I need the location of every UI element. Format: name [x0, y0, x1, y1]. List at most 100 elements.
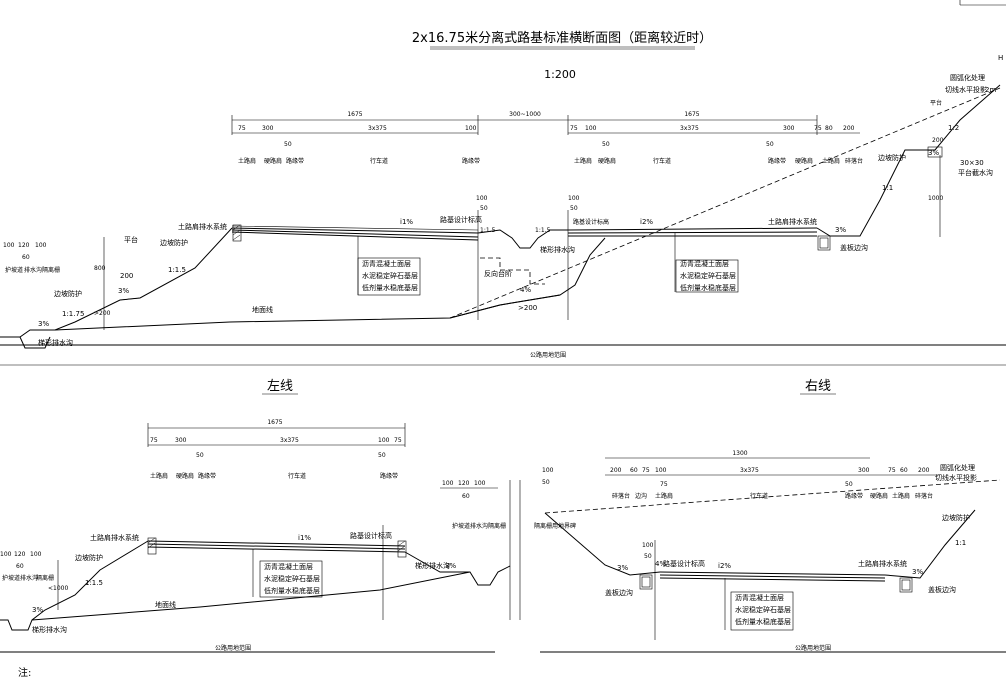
svg-text:60: 60 — [16, 563, 24, 570]
svg-text:>200: >200 — [94, 310, 111, 317]
svg-text:排水沟: 排水沟 — [20, 574, 38, 582]
svg-text:50: 50 — [570, 205, 578, 212]
svg-text:硬路肩: 硬路肩 — [795, 157, 813, 165]
svg-text:100: 100 — [655, 467, 667, 474]
svg-text:i1%: i1% — [400, 218, 413, 226]
svg-text:i2%: i2% — [718, 562, 731, 570]
svg-text:1:1.5: 1:1.5 — [535, 227, 551, 234]
svg-text:硬路肩: 硬路肩 — [870, 492, 888, 500]
svg-text:3%: 3% — [617, 564, 628, 572]
svg-text:路缘带: 路缘带 — [380, 472, 398, 480]
top-left-lane-labels: 土路肩 硬路肩 路缘带 行车道 路缘带 土路肩 硬路肩 行车道 路缘带 硬路肩 … — [238, 157, 863, 165]
svg-text:1:1.5: 1:1.5 — [85, 579, 103, 587]
svg-text:100: 100 — [0, 551, 12, 558]
svg-text:i2%: i2% — [640, 218, 653, 226]
svg-text:排水沟: 排水沟 — [470, 522, 488, 530]
note-label: 注: — [18, 666, 31, 679]
svg-text:盖板边沟: 盖板边沟 — [928, 585, 956, 594]
svg-text:3%: 3% — [38, 320, 49, 328]
svg-text:排水沟: 排水沟 — [24, 266, 42, 274]
svg-text:120: 120 — [458, 480, 470, 487]
svg-text:1:2: 1:2 — [948, 124, 959, 132]
svg-text:碎落台: 碎落台 — [915, 492, 933, 500]
svg-text:1:1.5: 1:1.5 — [480, 227, 496, 234]
top-left-embankment: 地面线 土路肩排水系统 边坡防护 1:1.5 1:1.75 3% 3% 梯形排水… — [0, 215, 561, 349]
svg-text:300: 300 — [175, 437, 187, 444]
svg-text:100: 100 — [474, 480, 486, 487]
svg-text:行车道: 行车道 — [653, 157, 671, 165]
svg-text:1000: 1000 — [928, 195, 943, 202]
svg-text:1:1.75: 1:1.75 — [62, 310, 84, 318]
svg-text:硬路肩: 硬路肩 — [598, 157, 616, 165]
svg-text:50: 50 — [602, 141, 610, 148]
svg-text:50: 50 — [766, 141, 774, 148]
svg-text:切线水平投影: 切线水平投影 — [935, 473, 977, 482]
svg-text:低剂量水稳底基层: 低剂量水稳底基层 — [362, 283, 418, 292]
svg-text:盖板边沟: 盖板边沟 — [840, 243, 868, 252]
svg-text:i1%: i1% — [298, 534, 311, 542]
svg-text:30×30: 30×30 — [960, 159, 984, 167]
svg-text:公路用地范围: 公路用地范围 — [795, 644, 831, 652]
svg-text:盖板边沟: 盖板边沟 — [605, 588, 633, 597]
svg-text:路缘带: 路缘带 — [768, 157, 786, 165]
svg-text:平台: 平台 — [930, 99, 942, 107]
svg-text:100: 100 — [585, 125, 597, 132]
svg-text:100: 100 — [642, 542, 654, 549]
svg-text:土路肩: 土路肩 — [238, 157, 256, 165]
svg-text:沥青混凝土面层: 沥青混凝土面层 — [362, 259, 411, 268]
svg-text:土路肩: 土路肩 — [822, 157, 840, 165]
svg-text:75: 75 — [660, 481, 668, 488]
svg-text:3%: 3% — [928, 149, 939, 157]
svg-text:切线水平投影: 切线水平投影 — [945, 85, 987, 94]
svg-text:100: 100 — [35, 242, 47, 249]
svg-text:隔离栅: 隔离栅 — [36, 574, 54, 582]
svg-text:50: 50 — [542, 479, 550, 486]
svg-text:1675: 1675 — [684, 111, 699, 118]
svg-text:3x375: 3x375 — [368, 125, 387, 132]
svg-text:硬路肩: 硬路肩 — [264, 157, 282, 165]
svg-text:3x375: 3x375 — [280, 437, 299, 444]
svg-text:100: 100 — [568, 195, 580, 202]
svg-text:路缘带: 路缘带 — [198, 472, 216, 480]
svg-text:土路肩排水系统: 土路肩排水系统 — [768, 217, 817, 226]
svg-text:100: 100 — [542, 467, 554, 474]
svg-text:50: 50 — [378, 452, 386, 459]
svg-text:沥青混凝土面层: 沥青混凝土面层 — [735, 593, 784, 602]
svg-text:1:1: 1:1 — [955, 539, 966, 547]
svg-text:75: 75 — [814, 125, 822, 132]
svg-text:水泥稳定碎石基层: 水泥稳定碎石基层 — [362, 271, 418, 280]
svg-text:梯形排水沟: 梯形排水沟 — [32, 625, 67, 634]
svg-text:路基设计标高: 路基设计标高 — [350, 531, 392, 540]
svg-text:反向台阶: 反向台阶 — [484, 269, 512, 278]
svg-text:4%: 4% — [655, 560, 666, 568]
svg-text:100: 100 — [30, 551, 42, 558]
svg-text:隔离栅: 隔离栅 — [42, 266, 60, 274]
svg-text:护坡道: 护坡道 — [5, 266, 23, 274]
drawing-scale: 1:200 — [544, 68, 576, 81]
svg-text:路缘带: 路缘带 — [845, 492, 863, 500]
svg-text:60: 60 — [22, 254, 30, 261]
svg-text:梯形排水沟: 梯形排水沟 — [415, 561, 450, 570]
svg-text:2m: 2m — [985, 86, 996, 94]
svg-text:边坡防护: 边坡防护 — [878, 153, 906, 162]
svg-text:60: 60 — [462, 493, 470, 500]
top-dimension-chain: 1675 300~1000 1675 75 300 3x375 100 75 1… — [231, 111, 860, 148]
svg-text:边坡防护: 边坡防护 — [160, 238, 188, 247]
svg-text:75: 75 — [570, 125, 578, 132]
top-land-boundary: 公路用地范围 — [530, 351, 566, 359]
svg-text:平台: 平台 — [124, 235, 138, 244]
svg-text:水泥稳定碎石基层: 水泥稳定碎石基层 — [680, 271, 736, 280]
drawing-title: 2x16.75米分离式路基标准横断面图（距离较近时） — [412, 30, 712, 46]
svg-text:3x375: 3x375 — [740, 467, 759, 474]
svg-text:碎落台: 碎落台 — [612, 492, 630, 500]
svg-text:平台截水沟: 平台截水沟 — [958, 168, 993, 177]
svg-text:边坡防护: 边坡防护 — [54, 289, 82, 298]
svg-text:护坡道: 护坡道 — [2, 574, 20, 582]
svg-text:3%: 3% — [32, 606, 43, 614]
svg-text:75: 75 — [888, 467, 896, 474]
svg-text:行车道: 行车道 — [370, 157, 388, 165]
svg-text:低剂量水稳底基层: 低剂量水稳底基层 — [680, 283, 736, 292]
svg-text:200: 200 — [843, 125, 855, 132]
svg-text:硬路肩: 硬路肩 — [176, 472, 194, 480]
